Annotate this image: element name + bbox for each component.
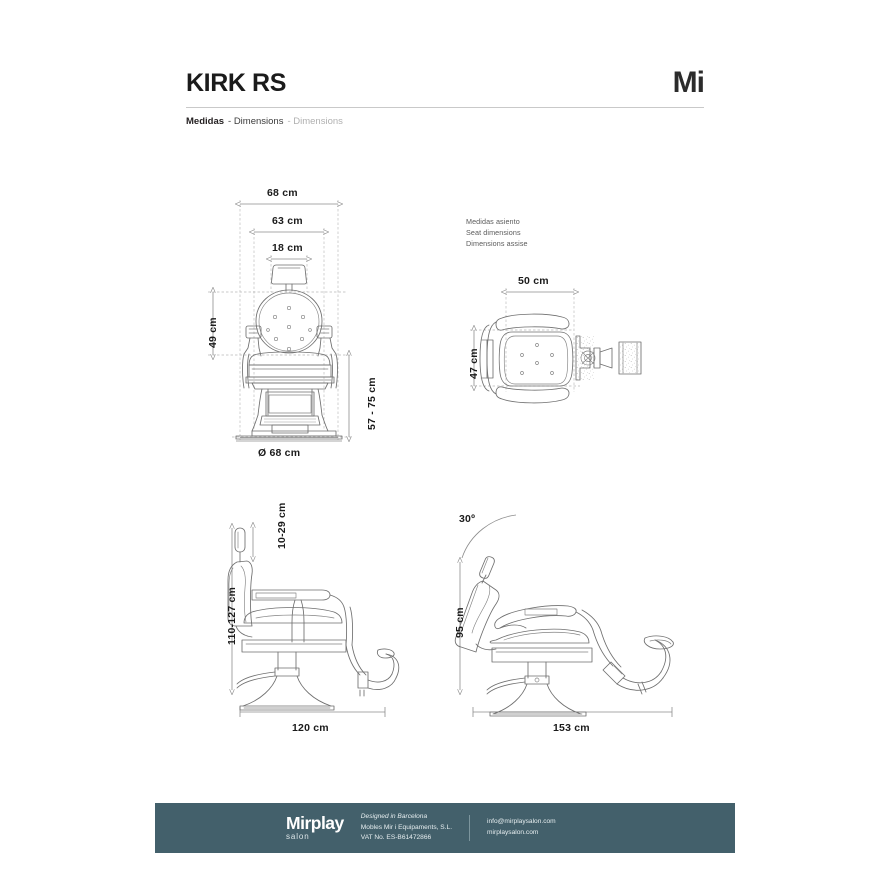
dim-side-headrest-travel: 10-29 cm [276,502,288,549]
footer-email[interactable]: info@mirplaysalon.com [487,818,556,826]
footer-divider [469,815,471,841]
dim-front-headrest-width: 18 cm [272,242,303,254]
dim-side-total-height-range: 110-127 cm [226,586,238,645]
footer-logo-main: Mirplay [286,812,344,833]
subtitle-es: Medidas [186,116,225,127]
top-view-drawing [470,288,642,404]
footer-legal-name: Mobles Mir i Equipaments, S.L. [360,823,453,831]
subtitle-en: - Dimensions [228,116,284,127]
subtitle-fr: - Dimensions [287,116,343,127]
dim-front-armrest-width: 63 cm [272,215,303,227]
dim-reclined-depth: 153 cm [553,722,590,734]
side-view-upright-drawing [227,527,400,717]
footer-contact-info: info@mirplaysalon.com mirplaysalon.com [487,817,556,839]
seat-caption-fr: Dimensions assise [466,239,528,249]
dim-front-backrest-height: 49 cm [207,317,219,348]
seat-caption-es: Medidas asiento [466,217,520,226]
dim-reclined-height: 95 cm [454,607,466,638]
footer-company-info: Designed in Barcelona Mobles Mir i Equip… [361,812,452,845]
dim-front-base-diameter: Ø 68 cm [258,447,301,459]
footer-content: Mirplay salon Designed in Barcelona Mobl… [286,812,556,845]
title-row: KIRK RS Mi [186,66,705,99]
page-footer: Mirplay salon Designed in Barcelona Mobl… [155,803,735,853]
page-header: KIRK RS Mi Medidas - Dimensions - Dimens… [186,66,705,127]
page-title: KIRK RS [186,69,286,97]
dim-top-seat-width: 50 cm [518,275,549,287]
mirplay-logo: Mirplay salon [286,812,344,842]
dim-side-total-depth: 120 cm [292,722,329,734]
dim-front-seat-height-range: 57 - 75 cm [366,377,378,430]
mirplay-monogram-icon: Mi [672,66,705,99]
side-view-reclined-drawing [454,514,674,717]
footer-logo-sub: salon [286,832,310,842]
footer-vat: VAT No. ES-B61472866 [360,834,432,842]
front-view-drawing [208,200,352,441]
subtitle-row: Medidas - Dimensions - Dimensions [186,116,704,127]
dim-reclined-angle: 30º [459,513,476,525]
footer-designed-in: Designed in Barcelona [360,812,428,820]
dim-top-seat-depth: 47 cm [468,348,480,379]
seat-dimensions-caption: Medidas asiento Seat dimensions Dimensio… [466,216,528,249]
seat-caption-en: Seat dimensions [466,228,521,238]
footer-website[interactable]: mirplaysalon.com [487,829,539,836]
dim-front-overall-width: 68 cm [267,187,298,199]
header-divider [186,107,704,108]
